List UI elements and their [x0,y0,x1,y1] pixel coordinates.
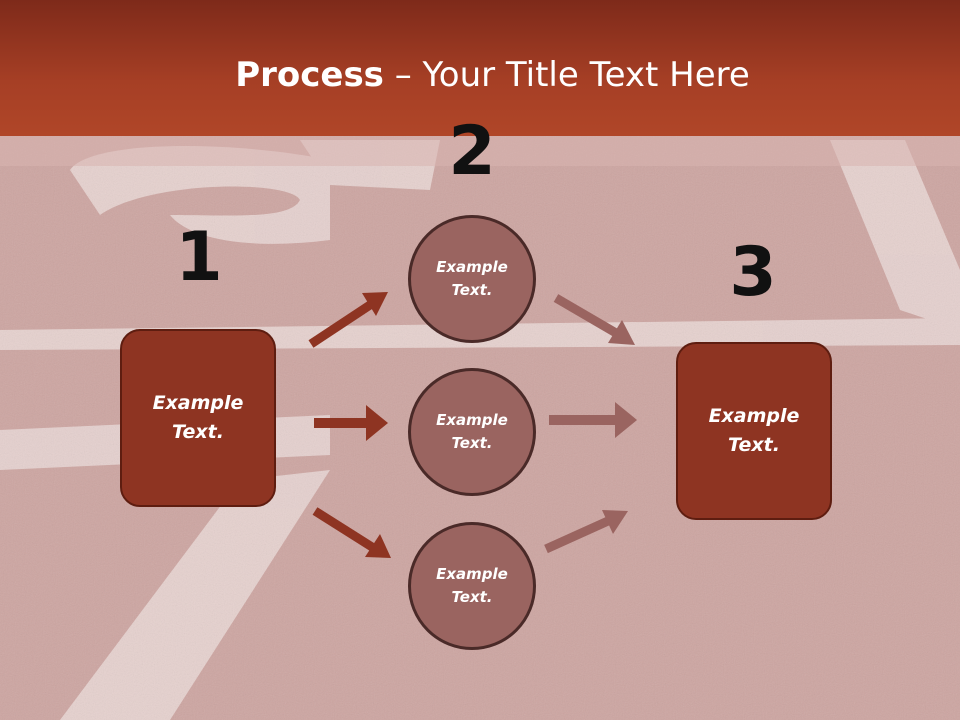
arrow-to-bottom-circle [312,507,391,558]
step-2-circle-top[interactable]: Example Text. [408,215,536,343]
circle-top-line-2: Text. [451,281,493,299]
title-bar [0,0,960,136]
arrow-to-middle-circle [314,405,388,441]
circle-bottom-line-2: Text. [451,588,493,606]
circle-middle-line-2: Text. [451,434,493,452]
circle-middle-line-1: Example [436,411,508,429]
arrow-from-middle-circle [549,402,637,438]
step-3-box[interactable]: Example Text. [676,342,832,520]
circle-bottom-line-1: Example [436,565,508,583]
step-1-box[interactable]: Example Text. [120,329,276,507]
step-1-box-line-1: Example [152,392,244,414]
step-number-1: 1 [175,218,223,297]
step-2-circle-bottom[interactable]: Example Text. [408,522,536,650]
circle-top-line-1: Example [436,258,508,276]
arrow-from-top-circle [553,294,635,345]
title-bold: Process [235,55,384,95]
step-number-2: 2 [448,112,496,191]
arrow-to-top-circle [308,292,388,348]
step-3-box-line-1: Example [708,405,800,427]
slide-title: Process – Your Title Text Here [0,52,960,98]
step-number-3: 3 [729,233,777,312]
title-rest: – Your Title Text Here [383,55,750,95]
step-3-box-line-2: Text. [728,434,780,456]
arrow-from-bottom-circle [544,510,628,554]
step-1-box-line-2: Text. [172,421,224,443]
step-2-circle-middle[interactable]: Example Text. [408,368,536,496]
